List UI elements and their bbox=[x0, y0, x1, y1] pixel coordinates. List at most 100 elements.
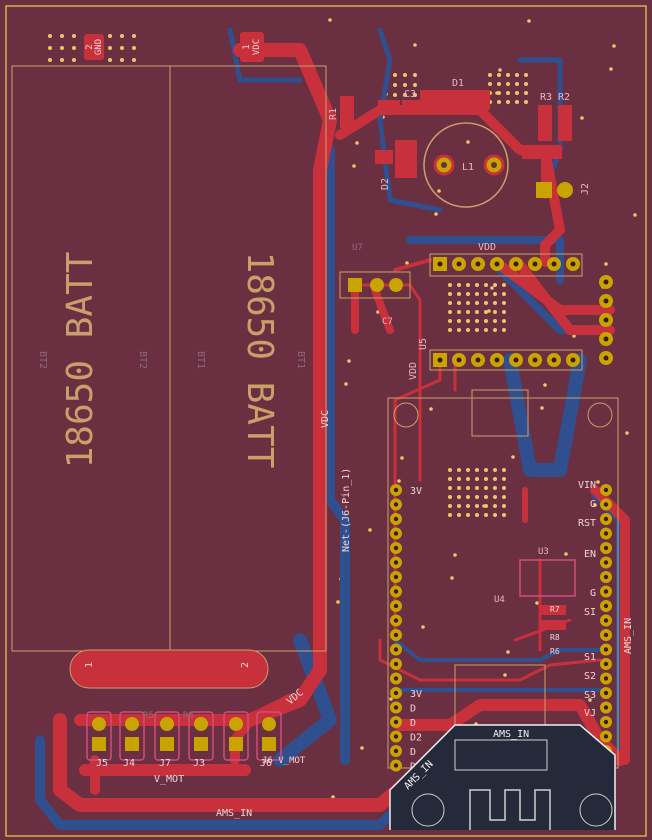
pin-hole bbox=[603, 734, 609, 739]
via bbox=[493, 486, 497, 490]
esp32-right-pin-label: VJ bbox=[584, 708, 596, 719]
ref-d2: D2 bbox=[380, 178, 391, 190]
via bbox=[434, 212, 438, 216]
cap-pin2: 2 bbox=[240, 662, 251, 668]
via bbox=[524, 100, 528, 104]
via bbox=[421, 625, 425, 629]
label-u5: U5 bbox=[418, 338, 429, 350]
pin-hole bbox=[603, 618, 609, 623]
via bbox=[515, 82, 519, 86]
via bbox=[604, 262, 608, 266]
via bbox=[484, 301, 488, 305]
via bbox=[457, 328, 461, 332]
via bbox=[466, 140, 470, 144]
via bbox=[466, 504, 470, 508]
via bbox=[540, 406, 544, 410]
pin-hole bbox=[603, 690, 609, 696]
pin-hole bbox=[551, 261, 557, 267]
via bbox=[403, 83, 407, 87]
via bbox=[493, 283, 497, 287]
esp32-right-pin-label: VIN bbox=[578, 480, 596, 491]
ref-u4: U4 bbox=[494, 595, 505, 605]
via bbox=[506, 73, 510, 77]
vdc-connector[interactable]: 1 VDC bbox=[240, 32, 264, 62]
via bbox=[393, 73, 397, 77]
gnd-pin-number: 2 bbox=[85, 44, 95, 49]
pin-hole bbox=[393, 647, 399, 652]
esp32-left-pin-label: 3V bbox=[410, 689, 422, 700]
pin-hole bbox=[513, 261, 519, 267]
via bbox=[72, 58, 76, 62]
via bbox=[457, 477, 461, 481]
pin-hole bbox=[437, 261, 443, 267]
via bbox=[328, 18, 332, 22]
via bbox=[593, 503, 597, 507]
via bbox=[475, 486, 479, 490]
via bbox=[506, 100, 510, 104]
pin-hole bbox=[570, 357, 576, 363]
via bbox=[527, 19, 531, 23]
pin-hole bbox=[551, 357, 557, 363]
via bbox=[484, 328, 488, 332]
via bbox=[484, 319, 488, 323]
pin-hole bbox=[393, 574, 399, 580]
board-edge bbox=[5, 5, 647, 837]
via bbox=[413, 83, 417, 87]
via bbox=[484, 486, 488, 490]
via bbox=[506, 650, 510, 654]
label-ams-in-module: AMS_IN bbox=[493, 729, 529, 740]
via bbox=[457, 513, 461, 517]
via bbox=[453, 553, 457, 557]
via bbox=[413, 93, 417, 97]
pin-hole bbox=[393, 734, 399, 739]
via bbox=[543, 383, 547, 387]
via bbox=[448, 283, 452, 287]
via bbox=[355, 141, 359, 145]
pin-hole bbox=[603, 355, 609, 361]
via bbox=[502, 310, 506, 314]
pin-hole bbox=[475, 261, 481, 267]
via bbox=[484, 283, 488, 287]
motor-pin-square bbox=[92, 737, 106, 751]
header-top-pins bbox=[433, 257, 580, 271]
motor-pin-square bbox=[229, 737, 243, 751]
via bbox=[60, 58, 64, 62]
via bbox=[524, 73, 528, 77]
label-net-j6: Net-(J6-Pin_1) bbox=[341, 468, 352, 552]
via bbox=[448, 477, 452, 481]
pin-hole bbox=[494, 261, 500, 267]
via bbox=[502, 301, 506, 305]
via bbox=[448, 328, 452, 332]
via bbox=[397, 479, 401, 483]
gnd-connector[interactable]: 2 GND bbox=[84, 34, 104, 60]
esp32-right-pin-label: RST bbox=[578, 518, 596, 529]
via bbox=[502, 283, 506, 287]
via bbox=[48, 34, 52, 38]
label-u7: U7 bbox=[352, 243, 363, 253]
label-j6-vmot: J6 V_MOT bbox=[262, 756, 306, 766]
esp32-right-pin-label: SI bbox=[584, 607, 596, 618]
battery-bt1: 18650 BATT BT1 BT1 bbox=[195, 252, 306, 469]
esp32-right-pin-label: G bbox=[590, 499, 596, 510]
j2-pad-1 bbox=[536, 182, 552, 198]
ref-r3: R3 bbox=[540, 92, 552, 103]
via bbox=[487, 309, 491, 313]
gnd-label: GND bbox=[94, 39, 104, 55]
via bbox=[482, 504, 486, 508]
via bbox=[502, 504, 506, 508]
label-v-mot: V_MOT bbox=[154, 774, 184, 785]
label-ams-in-bottom: AMS_IN bbox=[216, 808, 252, 819]
ref-r4: R4 bbox=[183, 711, 194, 721]
pin-hole bbox=[475, 357, 481, 363]
via bbox=[457, 495, 461, 499]
via bbox=[515, 100, 519, 104]
pin-hole bbox=[532, 261, 538, 267]
motor-pin bbox=[125, 717, 139, 731]
via bbox=[466, 513, 470, 517]
motor-connector-label: J6 bbox=[260, 758, 272, 769]
pin-hole bbox=[603, 516, 609, 522]
pin-hole bbox=[603, 336, 609, 342]
pin-hole bbox=[603, 719, 609, 725]
battery-bt2-ref-b: BT2 bbox=[137, 351, 148, 369]
